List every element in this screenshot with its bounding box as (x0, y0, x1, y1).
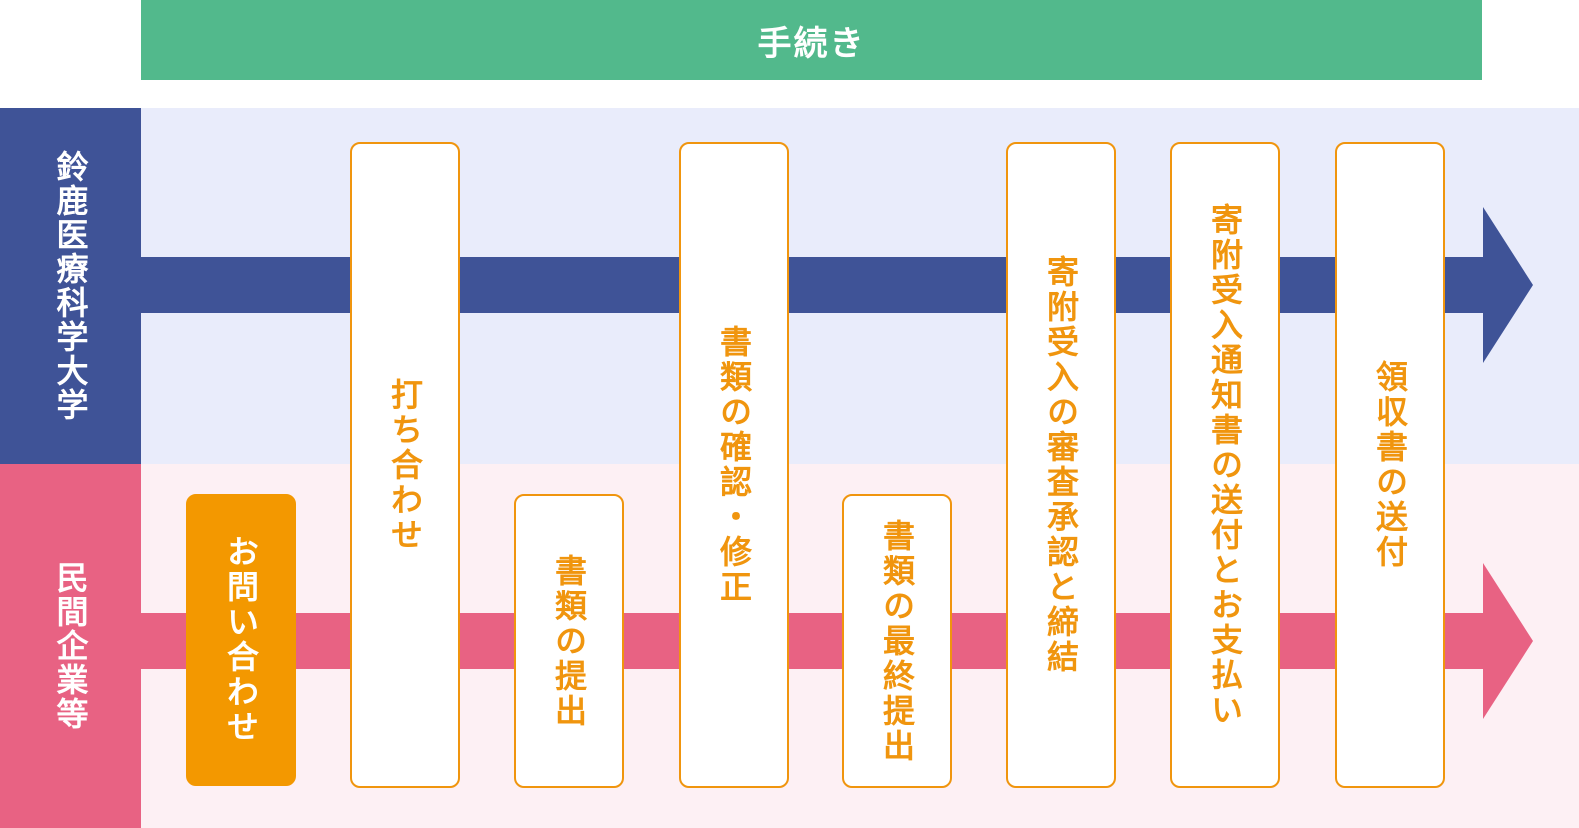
step-approval-contract: 寄附受入の審査承認と締結 (1006, 142, 1116, 788)
university-lane-label: 鈴鹿医療科学大学 (0, 108, 141, 464)
university-arrow-shaft (141, 257, 1484, 313)
step-document-submission: 書類の提出 (514, 494, 624, 788)
step-document-review: 書類の確認・修正 (679, 142, 789, 788)
step-final-submission: 書類の最終提出 (842, 494, 952, 788)
university-arrow-head (1483, 207, 1533, 363)
procedure-header: 手続き (141, 0, 1482, 80)
step-receipt: 領収書の送付 (1335, 142, 1445, 788)
company-arrow-shaft (141, 613, 1484, 669)
step-inquiry: お問い合わせ (186, 494, 296, 786)
step-meeting: 打ち合わせ (350, 142, 460, 788)
step-notice-payment: 寄附受入通知書の送付とお支払い (1170, 142, 1280, 788)
company-arrow-head (1483, 563, 1533, 719)
company-lane-label: 民間企業等 (0, 464, 141, 828)
